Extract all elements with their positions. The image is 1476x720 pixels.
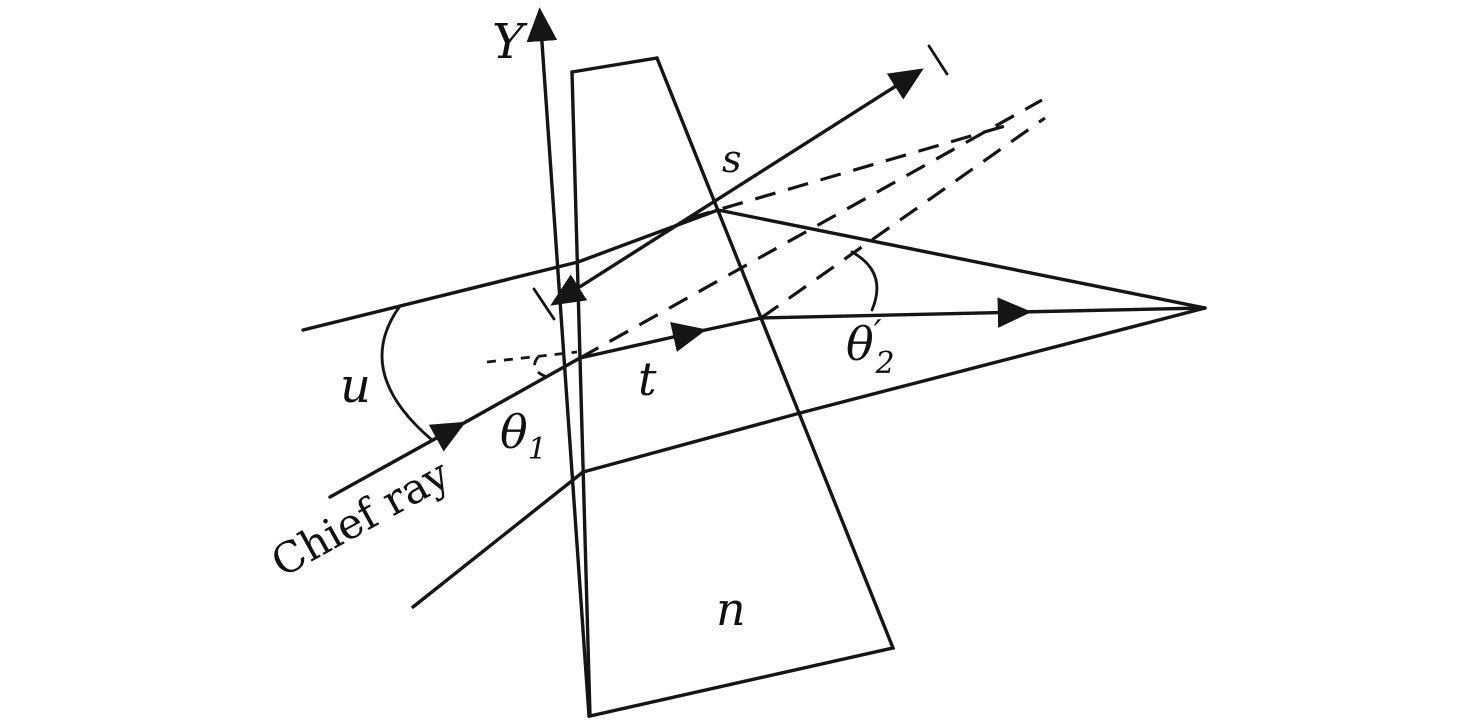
chief-ray-exit-arrow-segment <box>759 297 1032 328</box>
displacement-label: s <box>722 137 742 181</box>
exit-angle-subscript: 2 <box>874 346 894 381</box>
thickness-label: t <box>638 352 657 406</box>
aperture-angle-label: u <box>340 358 371 414</box>
chief-ray-label: Chief ray <box>263 449 458 587</box>
upper-ray-incoming <box>301 260 580 332</box>
upper-ray-exit <box>716 208 1207 310</box>
aperture-angle-arc <box>380 304 434 442</box>
displacement-vector <box>550 68 924 306</box>
lower-ray-exit <box>798 306 1207 415</box>
exit-angle-arc <box>850 250 879 312</box>
lower-ray-incoming <box>411 470 585 609</box>
y-axis-label: Y <box>492 14 528 70</box>
upper-ray-virtual-extension-dashed <box>689 124 1006 220</box>
chief-ray-exit <box>1018 306 1207 314</box>
chief-ray-incoming-arrow-segment <box>328 421 466 499</box>
refractive-index-label: n <box>716 582 746 636</box>
displacement-end-tick <box>927 44 949 76</box>
exit-ray-virtual-extension-dashed <box>760 116 1046 320</box>
lower-ray-inside-plate <box>581 411 802 474</box>
exit-angle-label: θ′2 <box>846 313 895 381</box>
displacement-start-tick <box>532 287 556 321</box>
entry-angle-mark-dashed <box>533 356 548 379</box>
incidence-angle-theta: θ <box>500 405 528 459</box>
chief-ray-incoming <box>453 356 582 430</box>
upper-ray-inside-plate <box>576 208 720 264</box>
exit-angle-prime: ′ <box>874 313 882 353</box>
chief-ray-inside-plate <box>694 316 763 334</box>
incidence-angle-label: θ1 <box>500 405 547 467</box>
glass-plate-outline <box>570 56 896 719</box>
chief-ray-inside-plate-arrow-segment <box>578 322 707 360</box>
exit-angle-theta: θ <box>846 317 874 371</box>
horizontal-reference-dashed <box>486 350 578 364</box>
chief-ray-undeviated-extension-dashed <box>579 98 1043 360</box>
incidence-angle-subscript: 1 <box>528 432 547 467</box>
